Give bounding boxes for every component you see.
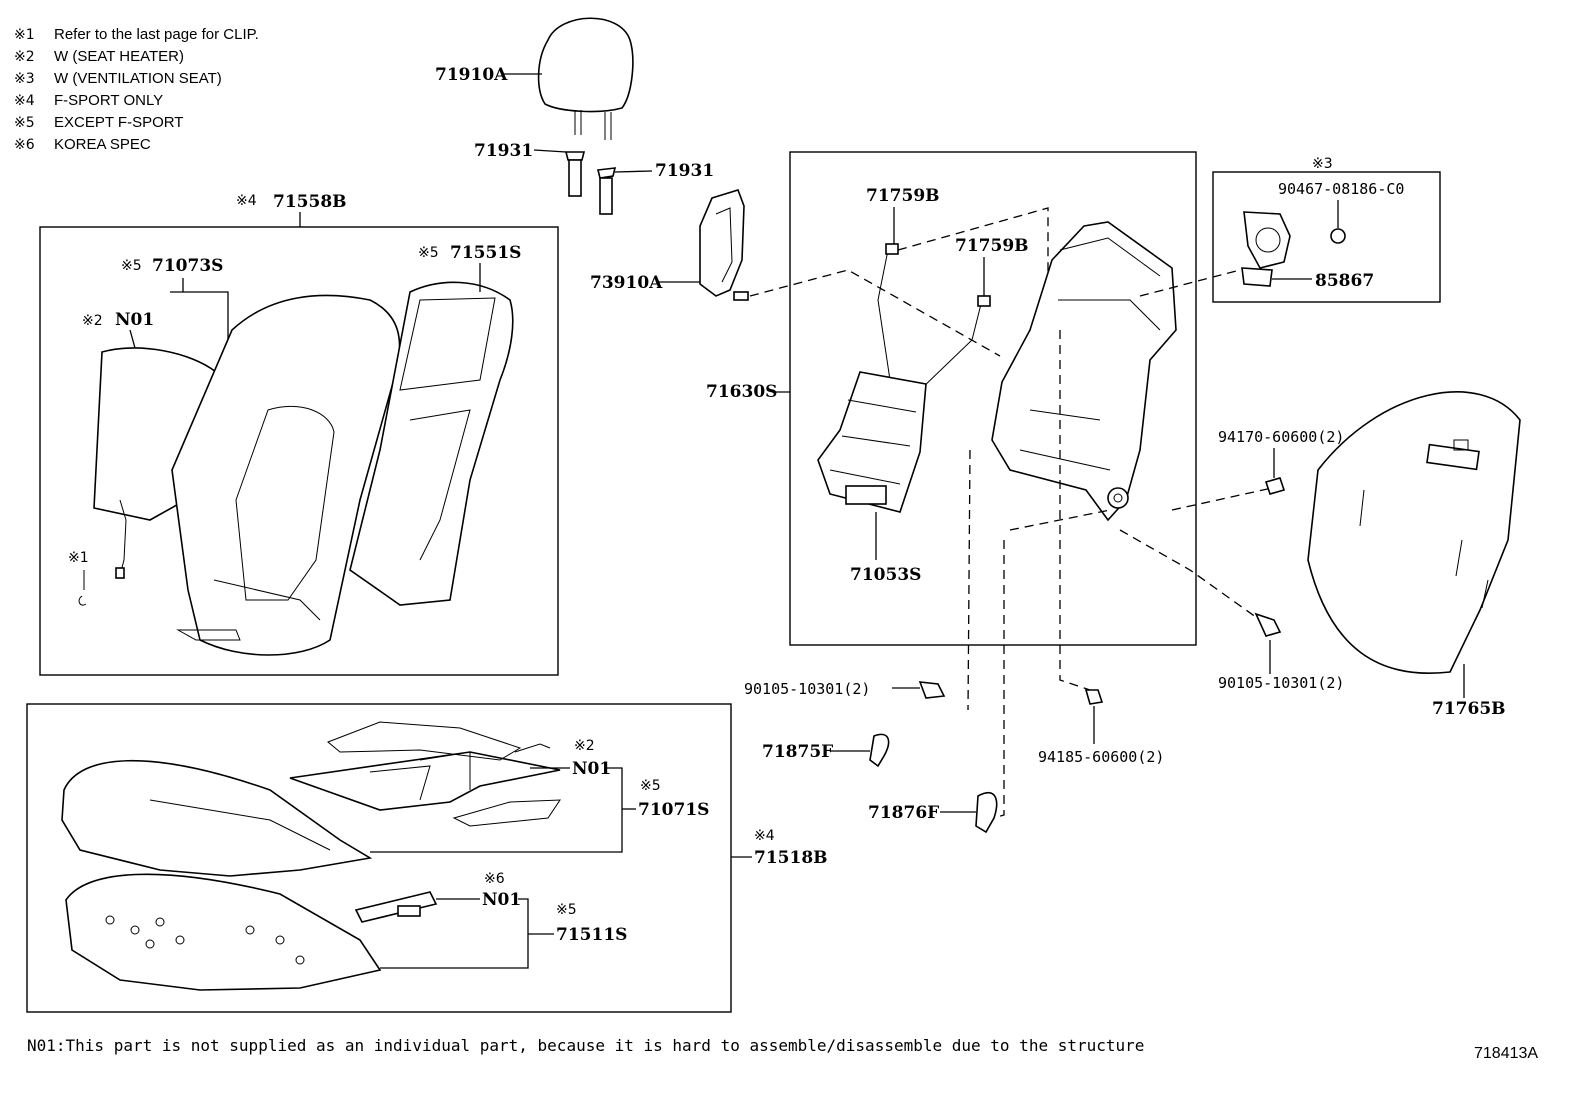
headrest-drawing (537, 17, 634, 113)
note-mark-6: ※6 (14, 137, 35, 153)
mark-2-N01: ※2 (82, 313, 103, 329)
label-90467: 90467-08186-C0 (1278, 180, 1404, 198)
cover-71875F-drawing (869, 733, 890, 768)
label-71931-left: 71931 (474, 141, 533, 161)
leader-71931-left (533, 149, 567, 153)
mark-5-71511S: ※5 (556, 902, 577, 918)
lumbar-wire-left (877, 249, 891, 381)
mark-4-71558B: ※4 (236, 193, 257, 209)
seatback-cover-box: ※4 71558B ※2 N01 ※5 71073S ※1 ※5 71551S (39, 192, 559, 676)
label-71931-right: 71931 (655, 161, 714, 181)
clip-71759B-right (977, 295, 991, 307)
headrest-assembly: 71910A 71931 71931 (435, 17, 714, 215)
box-71630S (789, 151, 1197, 646)
label-71558B: 71558B (273, 192, 347, 212)
label-N01-cushion: N01 (572, 759, 611, 779)
cushion-pad-holes (105, 915, 305, 965)
seatback-frame-box: 71630S 71053S 71759B 71759B (706, 151, 1273, 821)
label-94185: 94185-60600(2) (1038, 748, 1164, 766)
clip-drawing (78, 595, 87, 606)
diagram-code: 718413A (1474, 1045, 1538, 1062)
recliner-drawing (1107, 487, 1129, 509)
bolt-90467 (1330, 228, 1346, 244)
bolt-90105-right (1254, 612, 1282, 637)
note-text-4: F-SPORT ONLY (54, 92, 163, 109)
mark-6-N01: ※6 (484, 871, 505, 887)
label-71073S: 71073S (152, 256, 223, 276)
note-text-3: W (VENTILATION SEAT) (54, 70, 222, 87)
seatback-rear-cover-drawing (349, 281, 514, 606)
bolt-90105-left (918, 681, 946, 699)
label-71875F: 71875F (762, 742, 833, 762)
box-ventilation (1212, 171, 1441, 303)
mark-5-71551S: ※5 (418, 245, 439, 261)
label-73910A: 73910A (590, 273, 663, 293)
mark-2-N01-cushion: ※2 (574, 738, 595, 754)
seatback-cover-drawing (171, 294, 401, 656)
note-mark-4: ※4 (14, 93, 35, 109)
note-text-5: EXCEPT F-SPORT (54, 114, 183, 131)
cover-71876F-drawing (975, 791, 998, 834)
ventilation-box: ※3 90467-08186-C0 85867 (1212, 156, 1441, 303)
korea-spec-part-drawing (354, 891, 438, 923)
label-85867: 85867 (1315, 271, 1374, 291)
note-text-6: KOREA SPEC (54, 136, 151, 153)
note-mark-5: ※5 (14, 115, 35, 131)
label-90105-right: 90105-10301(2) (1218, 674, 1344, 692)
part-73910A: 73910A (590, 189, 1001, 357)
headrest-guide-left (564, 151, 586, 161)
label-94170: 94170-60600(2) (1218, 428, 1344, 446)
right-fasteners: 94170-60600(2) 90105-10301(2) 71765B (1218, 391, 1521, 719)
headrest-guide-right (597, 167, 617, 179)
middle-fasteners: 90105-10301(2) 94185-60600(2) 71875F 718… (744, 680, 1164, 834)
label-71876F: 71876F (868, 803, 939, 823)
notes-legend: ※1 Refer to the last page for CLIP. ※2 W… (14, 26, 259, 153)
mark-1-clip: ※1 (68, 550, 89, 566)
box-71558B (39, 226, 559, 676)
seat-cushion-pad-drawing (65, 873, 382, 991)
mark-5-71071S: ※5 (640, 778, 661, 794)
label-71759B-right: 71759B (955, 236, 1029, 256)
label-71518B: 71518B (754, 848, 828, 868)
seat-cushion-box: ※4 71518B ※2 N01 ※5 71071S (26, 703, 828, 1013)
fan-housing-drawing (1243, 211, 1291, 269)
seatback-frame-drawing (991, 221, 1177, 522)
note-text-1: Refer to the last page for CLIP. (54, 26, 259, 43)
ventilation-fan-drawing (1241, 267, 1273, 287)
nut-94170 (1264, 477, 1286, 495)
note-text-2: W (SEAT HEATER) (54, 48, 184, 65)
note-mark-1: ※1 (14, 27, 35, 43)
note-mark-2: ※2 (14, 49, 35, 65)
label-71630S: 71630S (706, 382, 777, 402)
label-71759B-left: 71759B (866, 186, 940, 206)
label-71053S: 71053S (850, 565, 921, 585)
nut-94185 (1084, 689, 1104, 705)
label-71071S: 71071S (638, 800, 709, 820)
clip-71759B-left (885, 243, 899, 255)
label-71910A: 71910A (435, 65, 508, 85)
box-71518B (26, 703, 732, 1013)
mark-5-71073S: ※5 (121, 258, 142, 274)
label-71511S: 71511S (556, 925, 627, 945)
label-90105-left: 90105-10301(2) (744, 680, 870, 698)
lumbar-wire-right (919, 299, 983, 391)
mark-4-71518B: ※4 (754, 828, 775, 844)
leader-71931-right (614, 170, 653, 173)
seatback-side-cover-drawing (699, 189, 745, 297)
label-N01-heater: N01 (115, 310, 154, 330)
label-71551S: 71551S (450, 243, 521, 263)
footer-note: N01:This part is not supplied as an indi… (27, 1036, 1144, 1055)
note-mark-3: ※3 (14, 71, 35, 87)
seat-cushion-cover-drawing (61, 759, 373, 877)
mark-3-ventilation: ※3 (1312, 156, 1333, 172)
label-71765B: 71765B (1432, 699, 1506, 719)
label-N01-korea: N01 (482, 890, 521, 910)
